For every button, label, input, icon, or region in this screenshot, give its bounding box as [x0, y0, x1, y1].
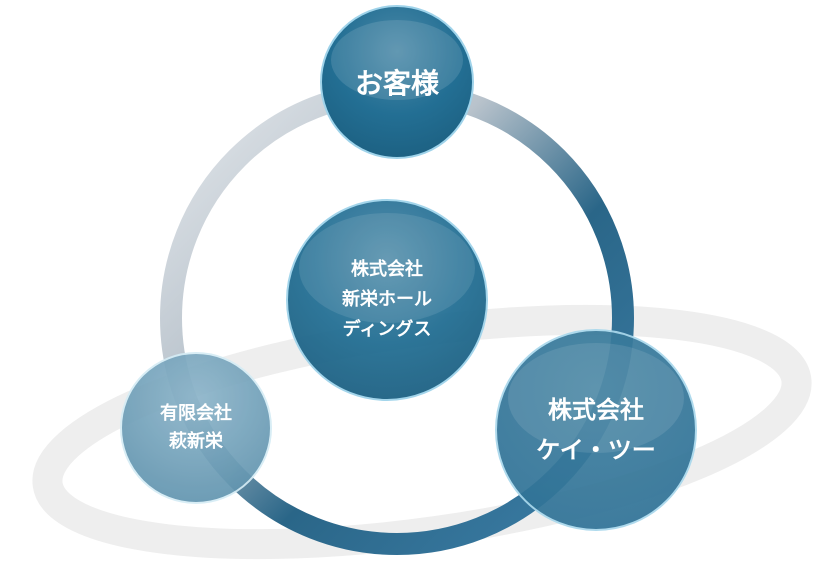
node-center-line1: 株式会社 [351, 259, 423, 280]
node-center-line3: ディングス [342, 319, 432, 340]
node-right-circle [495, 329, 697, 531]
node-left-circle [120, 352, 272, 504]
node-customer: お客様 [321, 6, 473, 158]
node-center-circle [286, 199, 488, 401]
node-left: 有限会社 萩新栄 [121, 353, 271, 503]
node-left-line1: 有限会社 [160, 403, 232, 424]
node-right-line2: ケイ・ツー [536, 436, 656, 464]
node-center: 株式会社 新栄ホール ディングス [287, 200, 487, 400]
node-left-line2: 萩新栄 [169, 431, 223, 452]
node-center-line2: 新栄ホール [342, 289, 432, 310]
node-customer-label: お客様 [354, 67, 439, 100]
node-right: 株式会社 ケイ・ツー [496, 330, 696, 530]
node-right-line1: 株式会社 [548, 396, 644, 424]
node-customer-circle [320, 5, 474, 159]
